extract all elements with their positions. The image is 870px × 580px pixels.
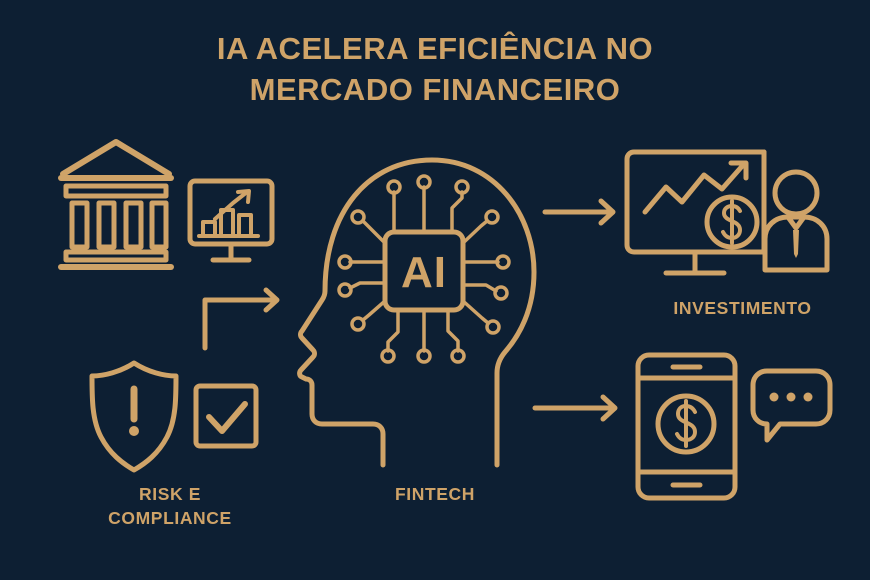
caption-risk-line-1: RISK E (139, 484, 201, 504)
smartphone-dollar-icon (635, 352, 738, 501)
businessman-icon (762, 169, 830, 273)
page-title-line-2: MERCADO FINANCEIRO (249, 72, 621, 107)
elbow-arrow-up-right (202, 287, 280, 351)
bank-building-icon (58, 139, 174, 270)
page-title: IA ACELERA EFICIÊNCIA NO MERCADO FINANCE… (0, 28, 870, 110)
checkbox-check-icon (193, 383, 259, 449)
ai-chip-icon: AI (337, 174, 511, 364)
dollar-coin-icon (704, 194, 760, 250)
arrow-right-mobile (532, 394, 618, 422)
page-title-line-1: IA ACELERA EFICIÊNCIA NO (216, 31, 654, 66)
caption-investimento: INVESTIMENTO (673, 298, 812, 318)
caption-fintech: FINTECH (394, 484, 476, 504)
caption-risk-line-2: COMPLIANCE (108, 508, 232, 528)
monitor-bar-chart-icon (187, 178, 275, 263)
ai-chip-label: AI (401, 248, 447, 297)
arrow-right-investment (542, 198, 616, 226)
chat-bubble-dots-icon (750, 368, 833, 443)
shield-alert-icon (89, 360, 179, 473)
caption-risk-compliance: RISK E COMPLIANCE (55, 482, 285, 530)
head-profile-icon (297, 157, 537, 468)
monitor-trend-arrow-icon (624, 149, 767, 276)
